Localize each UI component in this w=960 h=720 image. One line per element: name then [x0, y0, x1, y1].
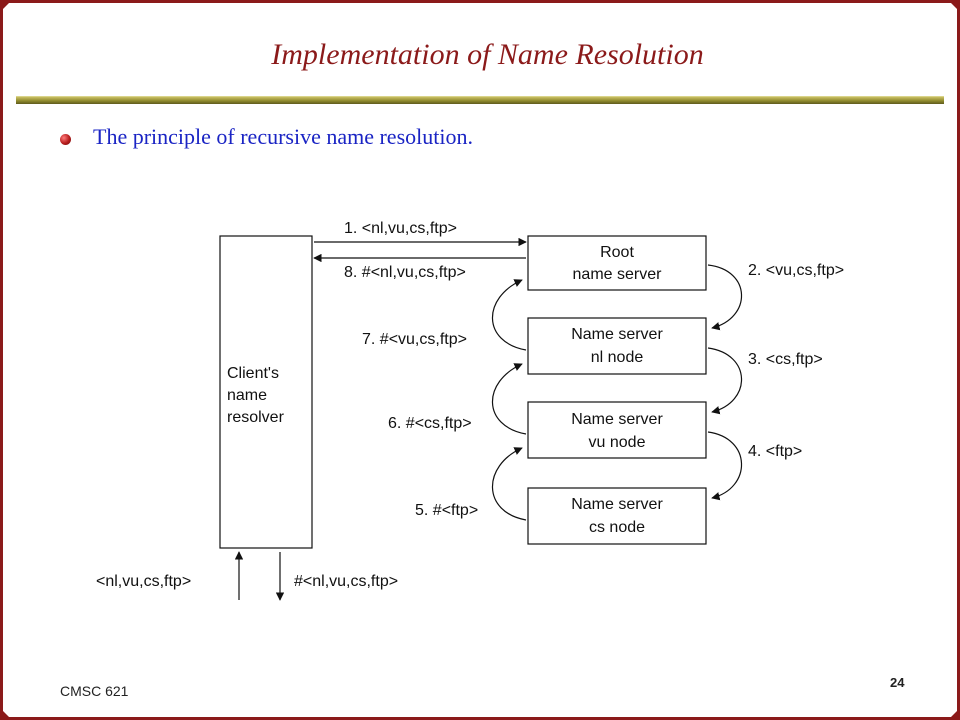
server-label: nl node [591, 349, 644, 366]
client-label-line: Client's [227, 365, 279, 382]
frame-corner-icon [948, 708, 960, 720]
page-number: 24 [890, 675, 905, 690]
frame-corner-icon [0, 708, 12, 720]
cs-server-box [527, 487, 707, 545]
frame-corner-icon [948, 0, 960, 12]
server-label: Name server [571, 496, 663, 513]
root-server-box [527, 235, 707, 291]
server-label: cs node [589, 519, 645, 536]
server-label: name server [573, 266, 663, 283]
message-label-7: 7. #<vu,cs,ftp> [362, 331, 467, 348]
bullet-text: The principle of recursive name resoluti… [93, 124, 473, 149]
frame-corner-icon [0, 0, 12, 12]
server-label: Name server [571, 326, 663, 343]
return-arrow [491, 447, 527, 521]
vu-server-box [527, 401, 707, 459]
client-resolver-box [219, 235, 313, 549]
slide-frame-bottom [0, 717, 960, 720]
server-label: vu node [589, 434, 646, 451]
slide-title: Implementation of Name Resolution [271, 38, 704, 71]
message-label-4: 4. <ftp> [748, 443, 802, 460]
message-label-5: 5. #<ftp> [415, 502, 478, 519]
return-arrow [491, 363, 527, 435]
forward-arrow [707, 347, 743, 415]
server-label: Root [600, 244, 634, 261]
return-arrow [491, 279, 527, 351]
footer-course: CMSC 621 [60, 683, 129, 699]
title-underline [16, 96, 944, 104]
message-label-6: 6. #<cs,ftp> [388, 415, 472, 432]
forward-arrow [707, 264, 743, 331]
message-label-8: 8. #<nl,vu,cs,ftp> [344, 264, 466, 281]
bullet-icon [60, 134, 71, 145]
slide-frame-right [957, 0, 960, 720]
client-label-line: name [227, 387, 267, 404]
message-label-3: 3. <cs,ftp> [748, 351, 823, 368]
slide-frame-left [0, 0, 3, 720]
nl-server-box [527, 317, 707, 375]
slide-frame-top [0, 0, 960, 3]
client-label-line: resolver [227, 409, 285, 426]
client-input-label: <nl,vu,cs,ftp> [96, 573, 191, 590]
server-label: Name server [571, 411, 663, 428]
message-label-1: 1. <nl,vu,cs,ftp> [344, 220, 457, 237]
message-label-2: 2. <vu,cs,ftp> [748, 262, 844, 279]
client-output-label: #<nl,vu,cs,ftp> [294, 573, 398, 590]
forward-arrow [707, 431, 743, 501]
